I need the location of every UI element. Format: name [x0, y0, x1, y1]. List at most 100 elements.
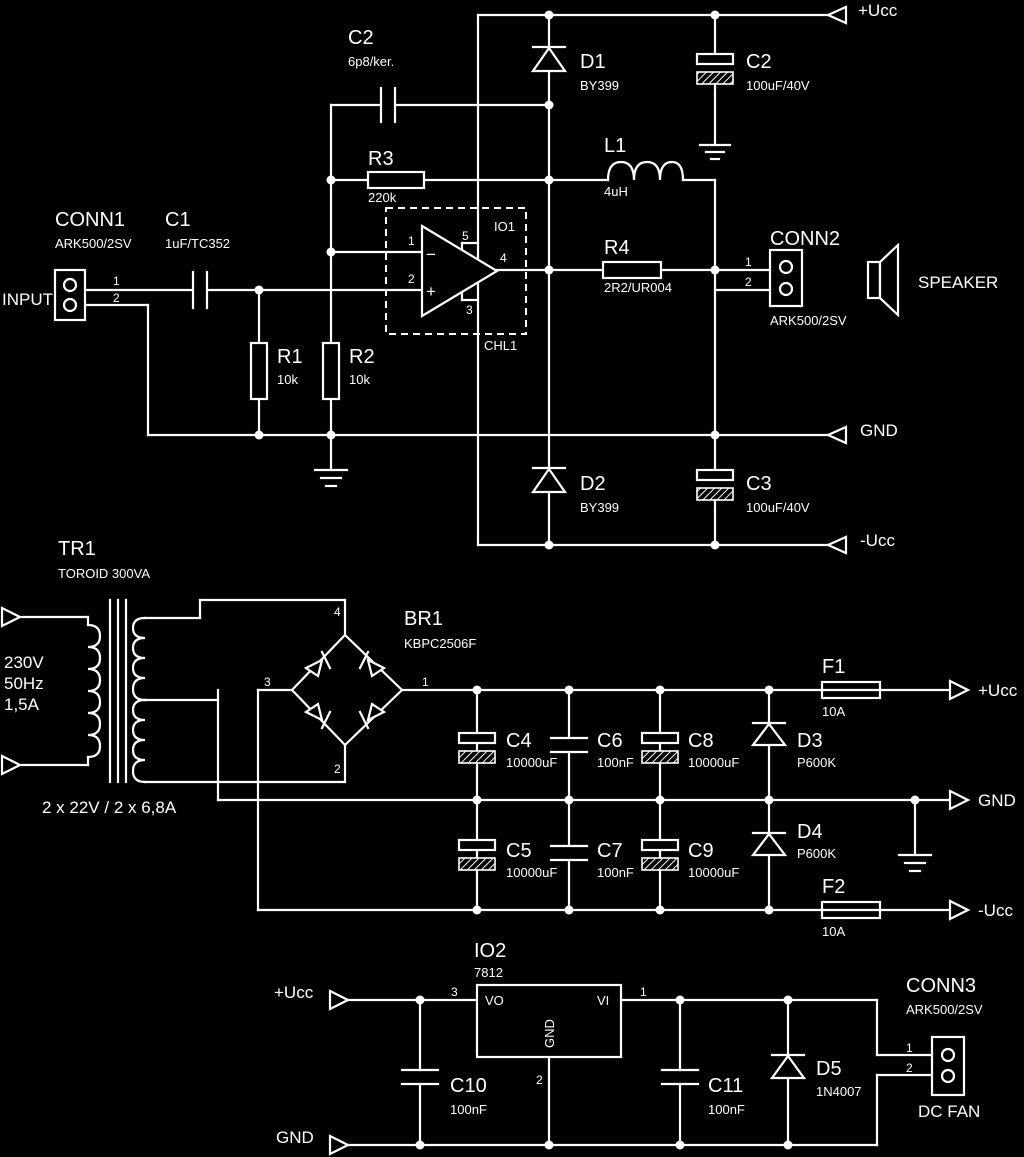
conn2-ref: CONN2 — [770, 228, 840, 250]
d2-value: BY399 — [580, 500, 619, 515]
d3-value: P600K — [797, 755, 836, 770]
io2-vi: VI — [597, 993, 609, 1008]
r1-resistor — [249, 341, 269, 401]
c5-capacitor — [457, 838, 497, 871]
conn3-pin1: 1 — [906, 1041, 913, 1055]
fan-section: +Ucc GND IO2 7812 VO VI GND 1 2 3 C10 10… — [274, 940, 983, 1156]
d5-diode — [769, 1053, 807, 1080]
psu-neg-arrow — [948, 899, 971, 921]
mains-frequency: 50Hz — [4, 674, 44, 693]
c11-capacitor — [660, 1068, 700, 1086]
c6-value: 100nF — [597, 755, 634, 770]
psu-pos-label: +Ucc — [978, 681, 1018, 700]
d1-value: BY399 — [580, 78, 619, 93]
amplifier-section: +Ucc GND -Ucc CONN1 ARK500/2SV INPUT 1 2… — [2, 1, 998, 555]
c2-feedback-value: 6p8/ker. — [348, 54, 394, 69]
br1-pin2: 2 — [334, 762, 341, 776]
c8-capacitor — [640, 731, 680, 764]
io2-gnd: GND — [542, 1019, 557, 1048]
io1-opamp — [385, 207, 527, 335]
tr1-secondary: 2 x 22V / 2 x 6,8A — [42, 798, 177, 817]
c10-ref: C10 — [450, 1075, 487, 1097]
mains-arrow-bottom — [0, 754, 23, 776]
c2-feedback-capacitor — [379, 86, 397, 124]
br1-value: KBPC2506F — [404, 636, 476, 651]
io1-pin4: 4 — [500, 251, 507, 265]
br1-pin3: 3 — [264, 675, 271, 689]
d2-ref: D2 — [580, 473, 606, 495]
conn2-pin2: 2 — [745, 275, 752, 289]
psu-junctions — [472, 685, 920, 915]
c2-supply-value: 100uF/40V — [746, 78, 810, 93]
d1-diode — [530, 45, 568, 73]
d4-value: P600K — [797, 846, 836, 861]
speaker-icon — [866, 242, 900, 318]
io1-pin5: 5 — [462, 229, 469, 243]
br1-ref: BR1 — [404, 608, 443, 630]
tr1-transformer — [86, 598, 220, 784]
conn1-pin2: 2 — [113, 291, 120, 305]
c11-value: 100nF — [708, 1102, 745, 1117]
conn2-value: ARK500/2SV — [770, 313, 847, 328]
amp-net-arrows — [825, 5, 848, 555]
io1-name: CHL1 — [484, 338, 517, 353]
mains-voltage: 230V — [4, 653, 44, 672]
io2-vo: VO — [485, 993, 504, 1008]
fan-pos-arrow — [328, 989, 351, 1011]
c7-capacitor — [549, 844, 589, 862]
conn1-ref: CONN1 — [55, 209, 125, 231]
conn3-connector — [930, 1035, 966, 1097]
c9-value: 10000uF — [688, 865, 739, 880]
psu-gnd-label: GND — [978, 791, 1016, 810]
c4-ref: C4 — [506, 730, 532, 752]
f2-value: 10A — [822, 924, 845, 939]
br1-pin4: 4 — [334, 605, 341, 619]
io2-value: 7812 — [474, 965, 503, 980]
conn1-connector — [53, 268, 87, 322]
c2-feedback-ref: C2 — [348, 27, 374, 49]
d4-diode — [750, 831, 788, 857]
dc-fan-label: DC FAN — [918, 1102, 980, 1121]
c3-capacitor — [695, 468, 735, 512]
io1-pin1: 1 — [408, 234, 415, 248]
conn3-value: ARK500/2SV — [906, 1002, 983, 1017]
io1-plus: + — [426, 282, 436, 301]
c10-capacitor — [400, 1068, 440, 1086]
c5-value: 10000uF — [506, 865, 557, 880]
c3-value: 100uF/40V — [746, 500, 810, 515]
r3-resistor — [366, 170, 426, 190]
l1-inductor — [606, 160, 685, 182]
c6-ref: C6 — [597, 730, 623, 752]
d1-ref: D1 — [580, 51, 606, 73]
mains-current: 1,5A — [4, 695, 40, 714]
r1-ref: R1 — [277, 346, 303, 368]
conn1-pin1: 1 — [113, 274, 120, 288]
net-label-pos-top: +Ucc — [858, 1, 898, 20]
r2-ref: R2 — [349, 346, 375, 368]
conn3-ref: CONN3 — [906, 975, 976, 997]
c1-capacitor — [191, 270, 209, 310]
d2-diode — [530, 466, 568, 494]
r2-value: 10k — [349, 372, 370, 387]
tr1-value: TOROID 300VA — [58, 566, 150, 581]
c9-ref: C9 — [688, 840, 714, 862]
c9-capacitor — [640, 838, 680, 871]
fan-wires — [346, 998, 934, 1147]
f1-ref: F1 — [822, 656, 845, 678]
psu-section: 230V 50Hz 1,5A TR1 TOROID 300VA 2 x 22V … — [0, 538, 1018, 939]
io1-pin2: 2 — [408, 272, 415, 286]
d5-ref: D5 — [816, 1058, 842, 1080]
psu-pos-arrow — [948, 679, 971, 701]
l1-ref: L1 — [604, 135, 626, 157]
io2-pin2: 2 — [536, 1073, 543, 1087]
r3-value: 220k — [368, 190, 397, 205]
c8-value: 10000uF — [688, 755, 739, 770]
c7-ref: C7 — [597, 840, 623, 862]
r1-value: 10k — [277, 372, 298, 387]
c6-capacitor — [549, 736, 589, 754]
d4-ref: D4 — [797, 821, 823, 843]
fan-junctions — [415, 995, 793, 1150]
conn3-pin2: 2 — [906, 1061, 913, 1075]
psu-neg-label: -Ucc — [978, 901, 1013, 920]
